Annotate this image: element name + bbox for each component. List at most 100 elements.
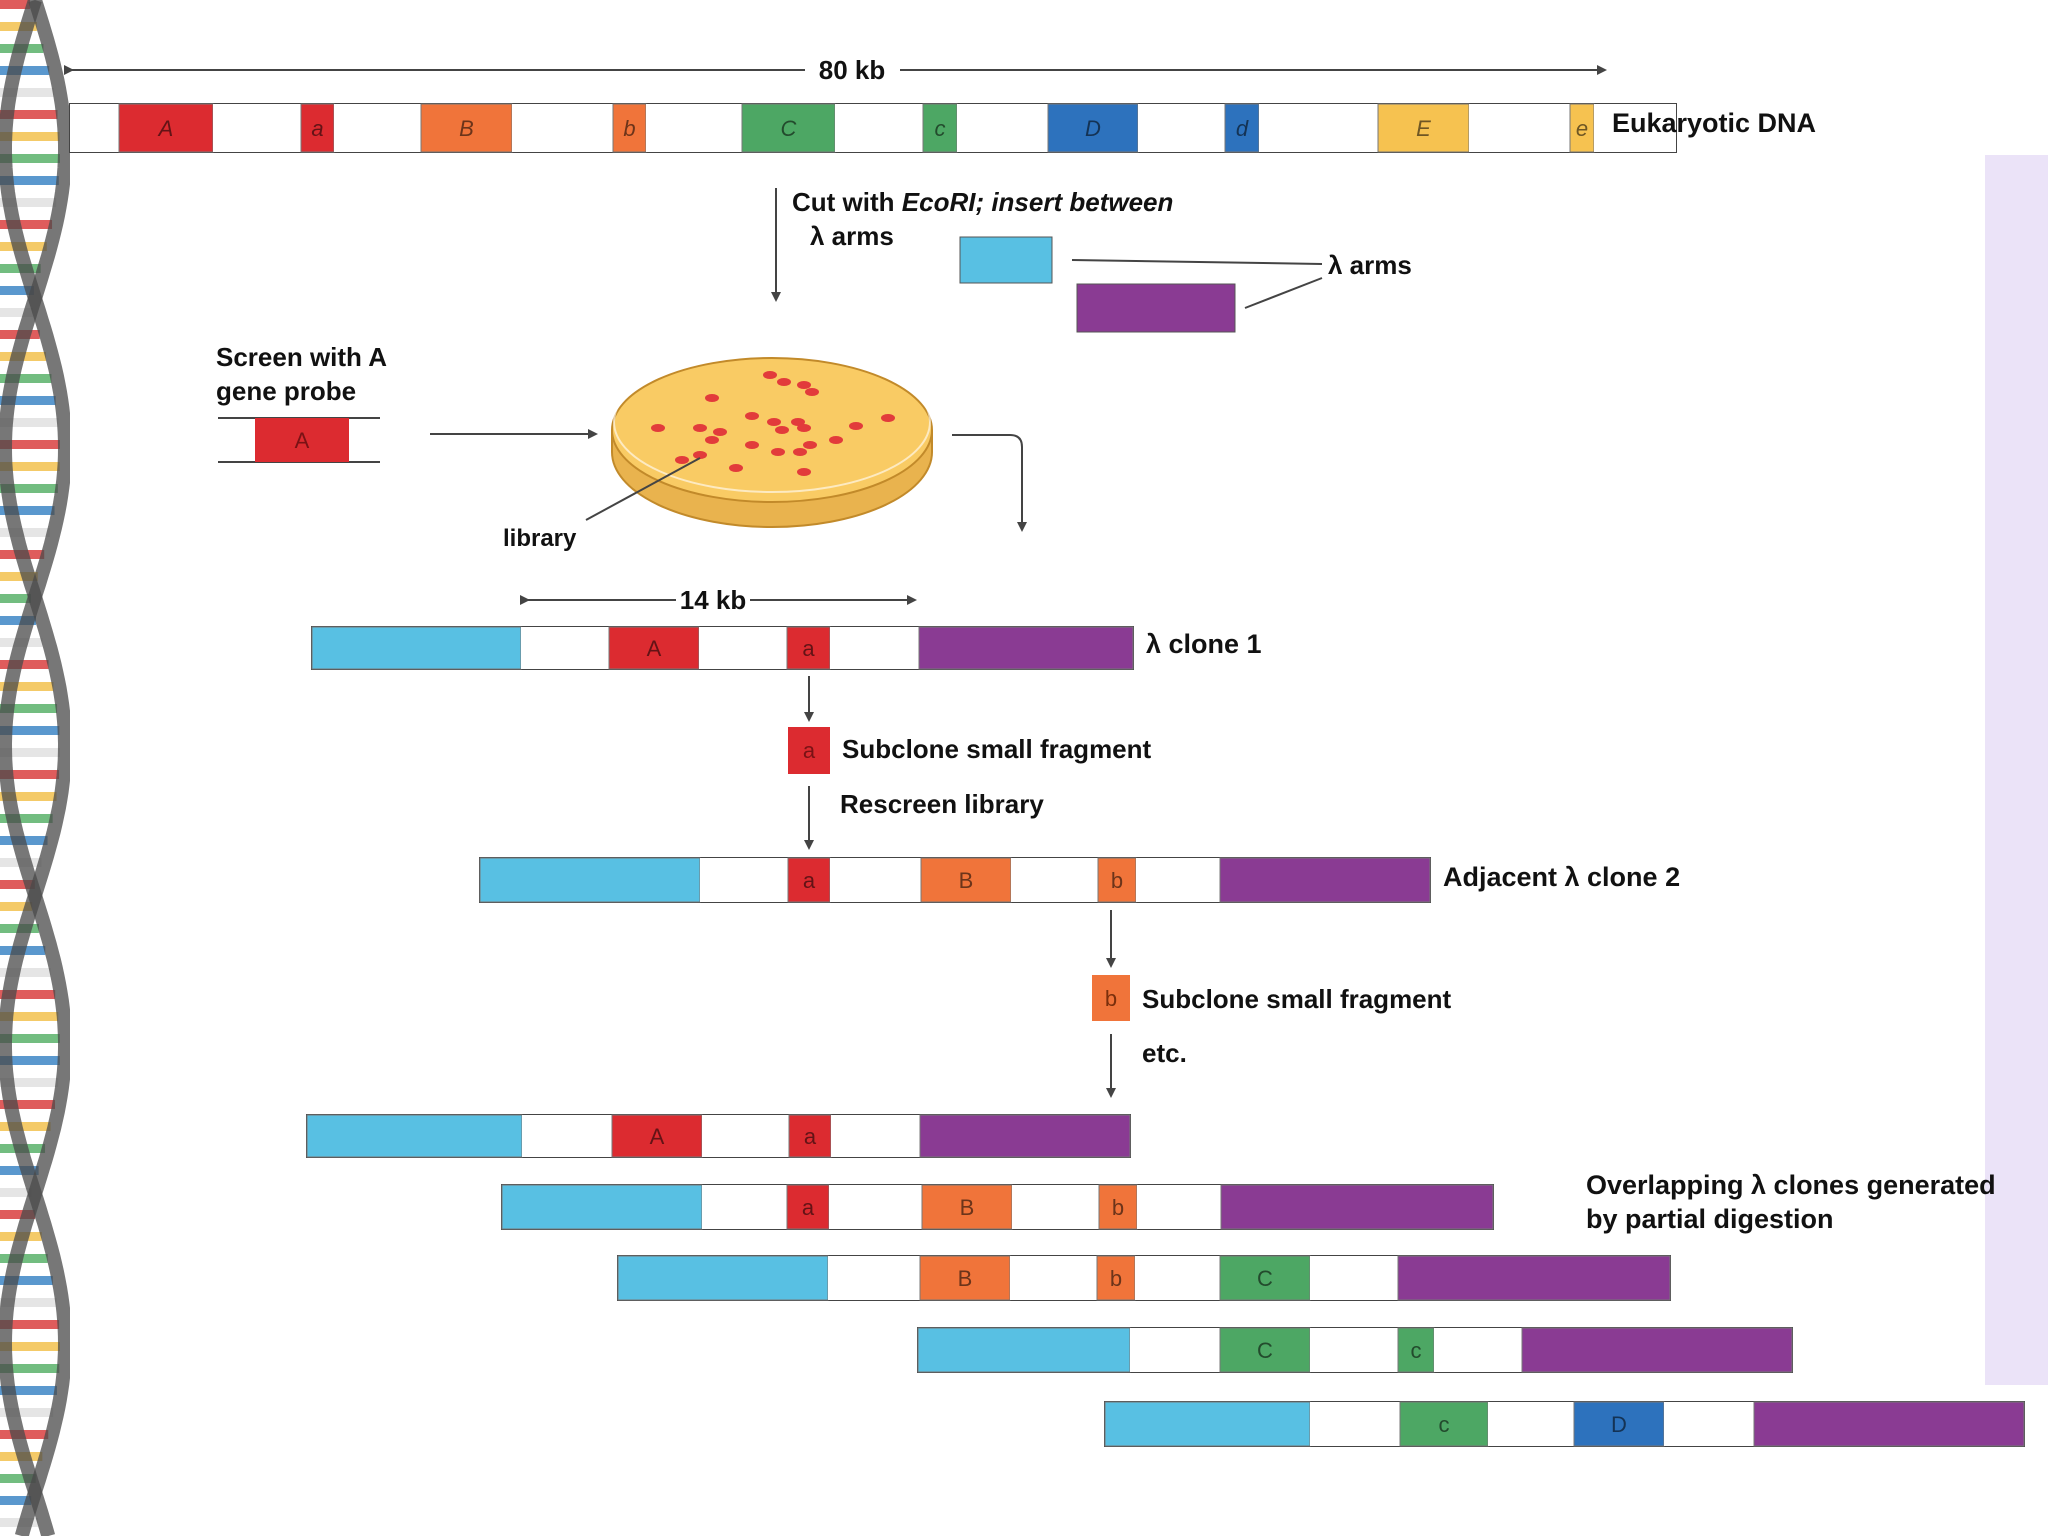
overlap-clone-5-spacer <box>1310 1402 1400 1446</box>
overlap-clone-2-lambda-right-arm <box>1220 1184 1494 1230</box>
colony <box>705 394 719 402</box>
clone2-label: Adjacent λ clone 2 <box>1443 862 1680 892</box>
overlap-clone-4-spacer <box>1130 1328 1220 1372</box>
overlap-clone-4-segment-c-lower <box>1397 1327 1435 1373</box>
overlap-clone-5-segment-c-lower-label: c <box>1439 1412 1450 1437</box>
subclone2-fragment-label: b <box>1105 986 1117 1011</box>
clone-span-label: 14 kb <box>680 585 747 615</box>
clone2-lambda-left-arm <box>479 857 701 903</box>
clone1-label: λ clone 1 <box>1146 629 1262 659</box>
subclone1-fragment <box>788 727 830 774</box>
overlap-clone-2-spacer <box>702 1185 787 1229</box>
overlap-clone-3-segment-C-upper-label: C <box>1257 1266 1273 1291</box>
genome-span-label: 80 kb <box>819 55 886 85</box>
clone1-spacer <box>830 627 919 669</box>
dna-helix-decoration <box>0 0 70 1536</box>
overlap-label-line1: Overlapping λ clones generated <box>1586 1170 1996 1200</box>
overlap-clone-2-spacer <box>1012 1185 1099 1229</box>
genome-segment-E-upper <box>1377 103 1470 153</box>
colony <box>775 426 789 434</box>
probe-label: A <box>295 428 310 453</box>
colony <box>745 412 759 420</box>
genome-segment-a-lower-label: a <box>311 116 323 141</box>
overlap-clone-3-spacer <box>1310 1256 1398 1300</box>
genome-spacer <box>213 104 301 152</box>
library-label: library <box>503 525 577 552</box>
overlap-clone-3-spacer <box>1135 1256 1220 1300</box>
genome-spacer <box>70 104 119 152</box>
overlap-clone-5-spacer <box>1488 1402 1574 1446</box>
overlap-clone-4-segment-C-upper-label: C <box>1257 1338 1273 1363</box>
colony <box>763 371 777 379</box>
rescreen-label: Rescreen library <box>840 789 1044 819</box>
genome-segment-c-lower <box>922 103 958 153</box>
clone2-spacer <box>1136 858 1220 902</box>
colony <box>829 436 843 444</box>
clone2-segment-b-lower-label: b <box>1111 868 1123 893</box>
colony <box>803 441 817 449</box>
overlap-clone-4-lambda-left-arm <box>917 1327 1131 1373</box>
genome-spacer <box>957 104 1048 152</box>
gene-probe: A <box>218 417 380 463</box>
overlap-clone-1-spacer <box>702 1115 789 1157</box>
genome-label: Eukaryotic DNA <box>1612 108 1816 138</box>
overlap-clone-2-segment-B-upper-label: B <box>960 1195 975 1220</box>
clone1-lambda-left-arm <box>311 626 522 670</box>
genome-segment-A-upper <box>118 103 214 153</box>
cut-instruction-line1: Cut with EcoRI; insert between <box>792 187 1173 217</box>
genome-segment-e-lower <box>1569 103 1595 153</box>
lambda-arms-pointer-1 <box>1071 259 1323 265</box>
genome-spacer <box>646 104 742 152</box>
overlap-clone-3-segment-B-upper <box>919 1255 1011 1301</box>
clone2-spacer <box>1011 858 1098 902</box>
overlap-clone-2-segment-B-upper <box>921 1184 1013 1230</box>
overlap-clone-3-spacer <box>828 1256 920 1300</box>
overlap-clone-5-lambda-right-arm <box>1753 1401 2025 1447</box>
clone1-segment-A-upper <box>608 626 700 670</box>
overlap-clone-1-spacer <box>831 1115 920 1157</box>
clone2-spacer <box>830 858 921 902</box>
genome-spacer <box>1259 104 1378 152</box>
genome-spacer <box>512 104 613 152</box>
overlap-clone-2-spacer <box>829 1185 922 1229</box>
overlap-clone-5-segment-c-lower <box>1399 1401 1489 1447</box>
subclone1-label: Subclone small fragment <box>842 734 1152 764</box>
clone2-lambda-right-arm <box>1219 857 1431 903</box>
overlap-clone-1-lambda-left-arm <box>306 1114 523 1158</box>
clone1-spacer <box>521 627 609 669</box>
overlap-clone-1-segment-A-upper-label: A <box>650 1124 665 1149</box>
subclone2-fragment <box>1092 975 1130 1021</box>
colony <box>693 451 707 459</box>
subclone2-label: Subclone small fragment <box>1142 984 1452 1014</box>
colony <box>797 424 811 432</box>
colony <box>791 418 805 426</box>
genome-segment-d-lower <box>1224 103 1260 153</box>
genome-spacer <box>1138 104 1225 152</box>
overlap-clone-5-spacer <box>1664 1402 1754 1446</box>
lambda-arms-pointer-2 <box>1244 277 1323 309</box>
overlap-clone-3-segment-b-lower <box>1096 1255 1136 1301</box>
cut-instruction-line2: λ arms <box>810 221 894 251</box>
genome-segment-C-upper <box>741 103 836 153</box>
library-pointer <box>585 457 701 521</box>
clone2-segment-B-upper <box>920 857 1012 903</box>
overlap-clone-2-segment-a-lower-label: a <box>802 1195 815 1220</box>
lambda-arm-right <box>1076 283 1236 333</box>
colony <box>745 441 759 449</box>
overlap-clone-4-spacer <box>1310 1328 1398 1372</box>
colony <box>651 424 665 432</box>
lambda-arms-label: λ arms <box>1328 250 1412 280</box>
overlap-clone-1-lambda-right-arm <box>919 1114 1131 1158</box>
genome-segment-B-upper-label: B <box>459 116 474 141</box>
colony <box>767 418 781 426</box>
genome-segment-D-upper <box>1047 103 1139 153</box>
plate-output-arrow <box>952 434 1027 532</box>
colony <box>777 378 791 386</box>
genome-segment-b-lower-label: b <box>623 116 635 141</box>
